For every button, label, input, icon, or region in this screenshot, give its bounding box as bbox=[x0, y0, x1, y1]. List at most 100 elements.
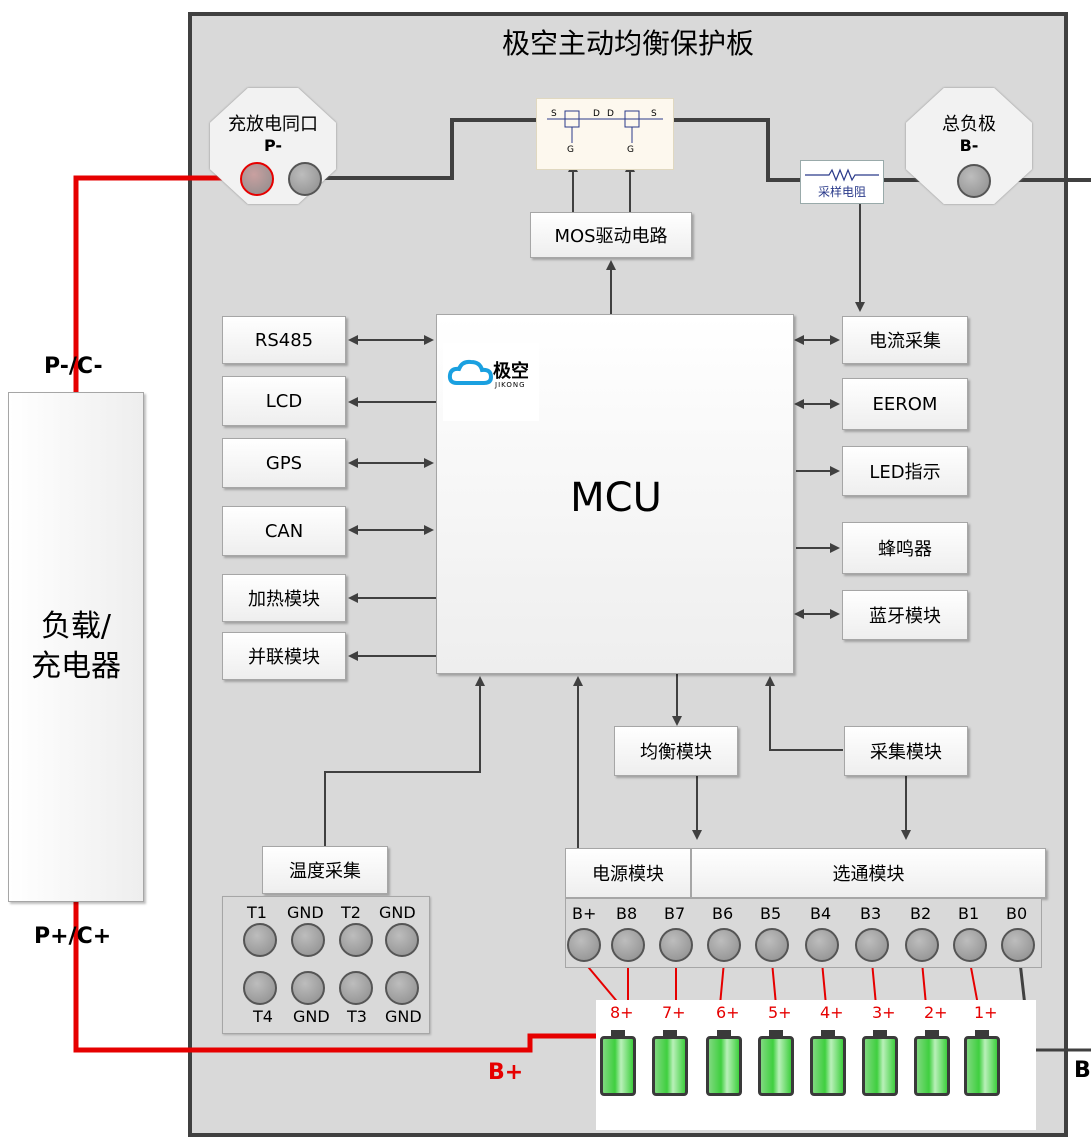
temp-pin-label: GND bbox=[379, 903, 416, 922]
battery-cell-icon bbox=[652, 1036, 688, 1096]
cell-terminal bbox=[925, 1030, 939, 1036]
load-charger-box: 负载/充电器 bbox=[8, 392, 144, 902]
mcu-box: 极空 JIKONG MCU bbox=[436, 314, 794, 674]
cell-label: 4+ bbox=[820, 1003, 844, 1022]
b-pin-label: B+ bbox=[572, 904, 597, 923]
board-title: 极空主动均衡保护板 bbox=[501, 27, 754, 60]
cell-terminal bbox=[975, 1030, 989, 1036]
cell-terminal bbox=[663, 1030, 677, 1036]
cell-terminal bbox=[769, 1030, 783, 1036]
mos-d2: D bbox=[607, 109, 614, 119]
p-minus-c-minus-label: P-/C- bbox=[44, 354, 103, 379]
temp-pin bbox=[243, 971, 277, 1005]
b-plus-label: B+ bbox=[488, 1060, 524, 1085]
temp-pin-label: T4 bbox=[253, 1007, 273, 1026]
b-pin bbox=[805, 928, 839, 962]
bluetooth-module-label: 蓝牙模块 bbox=[869, 606, 941, 627]
jikong-logo: 极空 JIKONG bbox=[443, 343, 539, 421]
b-pin bbox=[905, 928, 939, 962]
red-wire-p-minus bbox=[73, 175, 260, 392]
b-pin-label: B4 bbox=[810, 904, 832, 923]
b-pin-label: B8 bbox=[616, 904, 638, 923]
p-plus-c-plus-label: P+/C+ bbox=[34, 924, 112, 949]
collect-module-box: 采集模块 bbox=[844, 726, 968, 776]
sample-resistor-label: 采样电阻 bbox=[817, 185, 866, 199]
can-box: CAN bbox=[222, 506, 346, 556]
led-indicator-box: LED指示 bbox=[842, 446, 968, 496]
b-pin bbox=[953, 928, 987, 962]
mos-switch: S D D S G G bbox=[536, 98, 674, 170]
mos-g1: G bbox=[567, 145, 574, 155]
temp-pin bbox=[385, 971, 419, 1005]
b-pin bbox=[755, 928, 789, 962]
temp-pin bbox=[291, 923, 325, 957]
temp-connector: T1 GND T2 GND T4 GND T3 GND bbox=[222, 896, 430, 1034]
select-module-box: 选通模块 bbox=[691, 848, 1046, 898]
temp-pin-label: T3 bbox=[347, 1007, 367, 1026]
battery-cell-icon bbox=[862, 1036, 898, 1096]
mos-symbol bbox=[547, 110, 663, 143]
battery-cell-icon bbox=[964, 1036, 1000, 1096]
b-pin-label: B7 bbox=[664, 904, 686, 923]
current-collect-box: 电流采集 bbox=[842, 316, 968, 364]
p-terminal-negative bbox=[288, 162, 322, 196]
cell-terminal bbox=[873, 1030, 887, 1036]
cell-terminal bbox=[717, 1030, 731, 1036]
battery-cell-icon bbox=[914, 1036, 950, 1096]
buzzer-label: 蜂鸣器 bbox=[878, 539, 932, 560]
temp-collect-label: 温度采集 bbox=[289, 861, 361, 882]
b-pin bbox=[567, 928, 601, 962]
lcd-label: LCD bbox=[265, 390, 303, 412]
temp-pin-label: GND bbox=[293, 1007, 330, 1026]
cell-label: 7+ bbox=[662, 1003, 686, 1022]
mos-s2: S bbox=[651, 109, 657, 119]
mos-driver-label: MOS驱动电路 bbox=[554, 226, 668, 247]
select-module-label: 选通模块 bbox=[832, 864, 905, 885]
b-pin bbox=[611, 928, 645, 962]
temp-pin-label: GND bbox=[385, 1007, 422, 1026]
b-pin bbox=[855, 928, 889, 962]
b-pin-label: B1 bbox=[958, 904, 980, 923]
parallel-module-label: 并联模块 bbox=[248, 647, 320, 668]
heating-module-label: 加热模块 bbox=[248, 589, 320, 610]
logo-text: 极空 bbox=[493, 361, 529, 382]
red-wire-p-plus bbox=[73, 900, 600, 1053]
black-wire-p-to-mos bbox=[305, 118, 540, 180]
gps-box: GPS bbox=[222, 438, 346, 488]
battery-cell-icon bbox=[706, 1036, 742, 1096]
power-module-box: 电源模块 bbox=[565, 848, 691, 898]
power-module-label: 电源模块 bbox=[592, 864, 664, 885]
temp-pin bbox=[291, 971, 325, 1005]
gps-label: GPS bbox=[265, 452, 303, 474]
balance-module-label: 均衡模块 bbox=[640, 742, 712, 763]
temp-pin bbox=[385, 923, 419, 957]
temp-pin bbox=[243, 923, 277, 957]
b-pin-label: B0 bbox=[1006, 904, 1028, 923]
collect-module-label: 采集模块 bbox=[870, 742, 942, 763]
battery-cell-icon bbox=[758, 1036, 794, 1096]
mos-d1: D bbox=[593, 109, 600, 119]
b-pin bbox=[659, 928, 693, 962]
cell-terminal bbox=[611, 1030, 625, 1036]
negative-port-label: B- bbox=[959, 136, 979, 155]
battery-cell-icon bbox=[810, 1036, 846, 1096]
logo-subtext: JIKONG bbox=[495, 381, 526, 389]
cell-label: 6+ bbox=[716, 1003, 740, 1022]
b-minus-edge-label: B bbox=[1074, 1058, 1091, 1083]
heating-module-box: 加热模块 bbox=[222, 574, 346, 622]
bluetooth-module-box: 蓝牙模块 bbox=[842, 590, 968, 640]
cell-label: 8+ bbox=[610, 1003, 634, 1022]
battery-cell-icon bbox=[600, 1036, 636, 1096]
balance-module-box: 均衡模块 bbox=[614, 726, 738, 776]
p-terminal-positive bbox=[240, 162, 274, 196]
led-indicator-label: LED指示 bbox=[869, 462, 941, 483]
cell-label: 2+ bbox=[924, 1003, 948, 1022]
mcu-label: MCU bbox=[570, 475, 662, 521]
b-pin-label: B6 bbox=[712, 904, 734, 923]
charge-port-label: P- bbox=[263, 136, 283, 155]
b-pin-label: B5 bbox=[760, 904, 782, 923]
eerom-box: EEROM bbox=[842, 378, 968, 430]
rs485-box: RS485 bbox=[222, 316, 346, 364]
current-collect-label: 电流采集 bbox=[869, 331, 941, 352]
